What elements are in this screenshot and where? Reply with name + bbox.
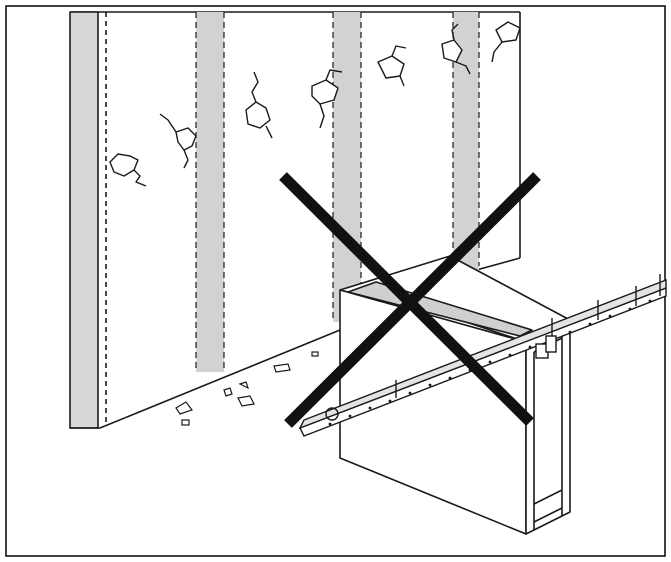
- debris: [175, 351, 319, 426]
- crack-icon: [491, 21, 521, 63]
- crack-icon: [377, 45, 407, 87]
- crack-icon: [311, 69, 343, 129]
- wall-cracks: [109, 21, 521, 187]
- crack-icon: [245, 71, 273, 139]
- wall-stud-2: [332, 12, 362, 322]
- wall: [69, 11, 521, 429]
- crack-icon: [441, 23, 471, 75]
- crack-icon: [109, 153, 147, 187]
- no-sign-cross-icon: [279, 172, 541, 428]
- wall-left-end: [69, 11, 99, 429]
- wall-stud-1: [195, 12, 225, 372]
- cabinet-top-panel: [347, 281, 533, 337]
- mounting-rail: [298, 274, 667, 437]
- cabinet: [339, 255, 571, 535]
- floor-line: [99, 329, 341, 429]
- crack-icon: [159, 113, 197, 169]
